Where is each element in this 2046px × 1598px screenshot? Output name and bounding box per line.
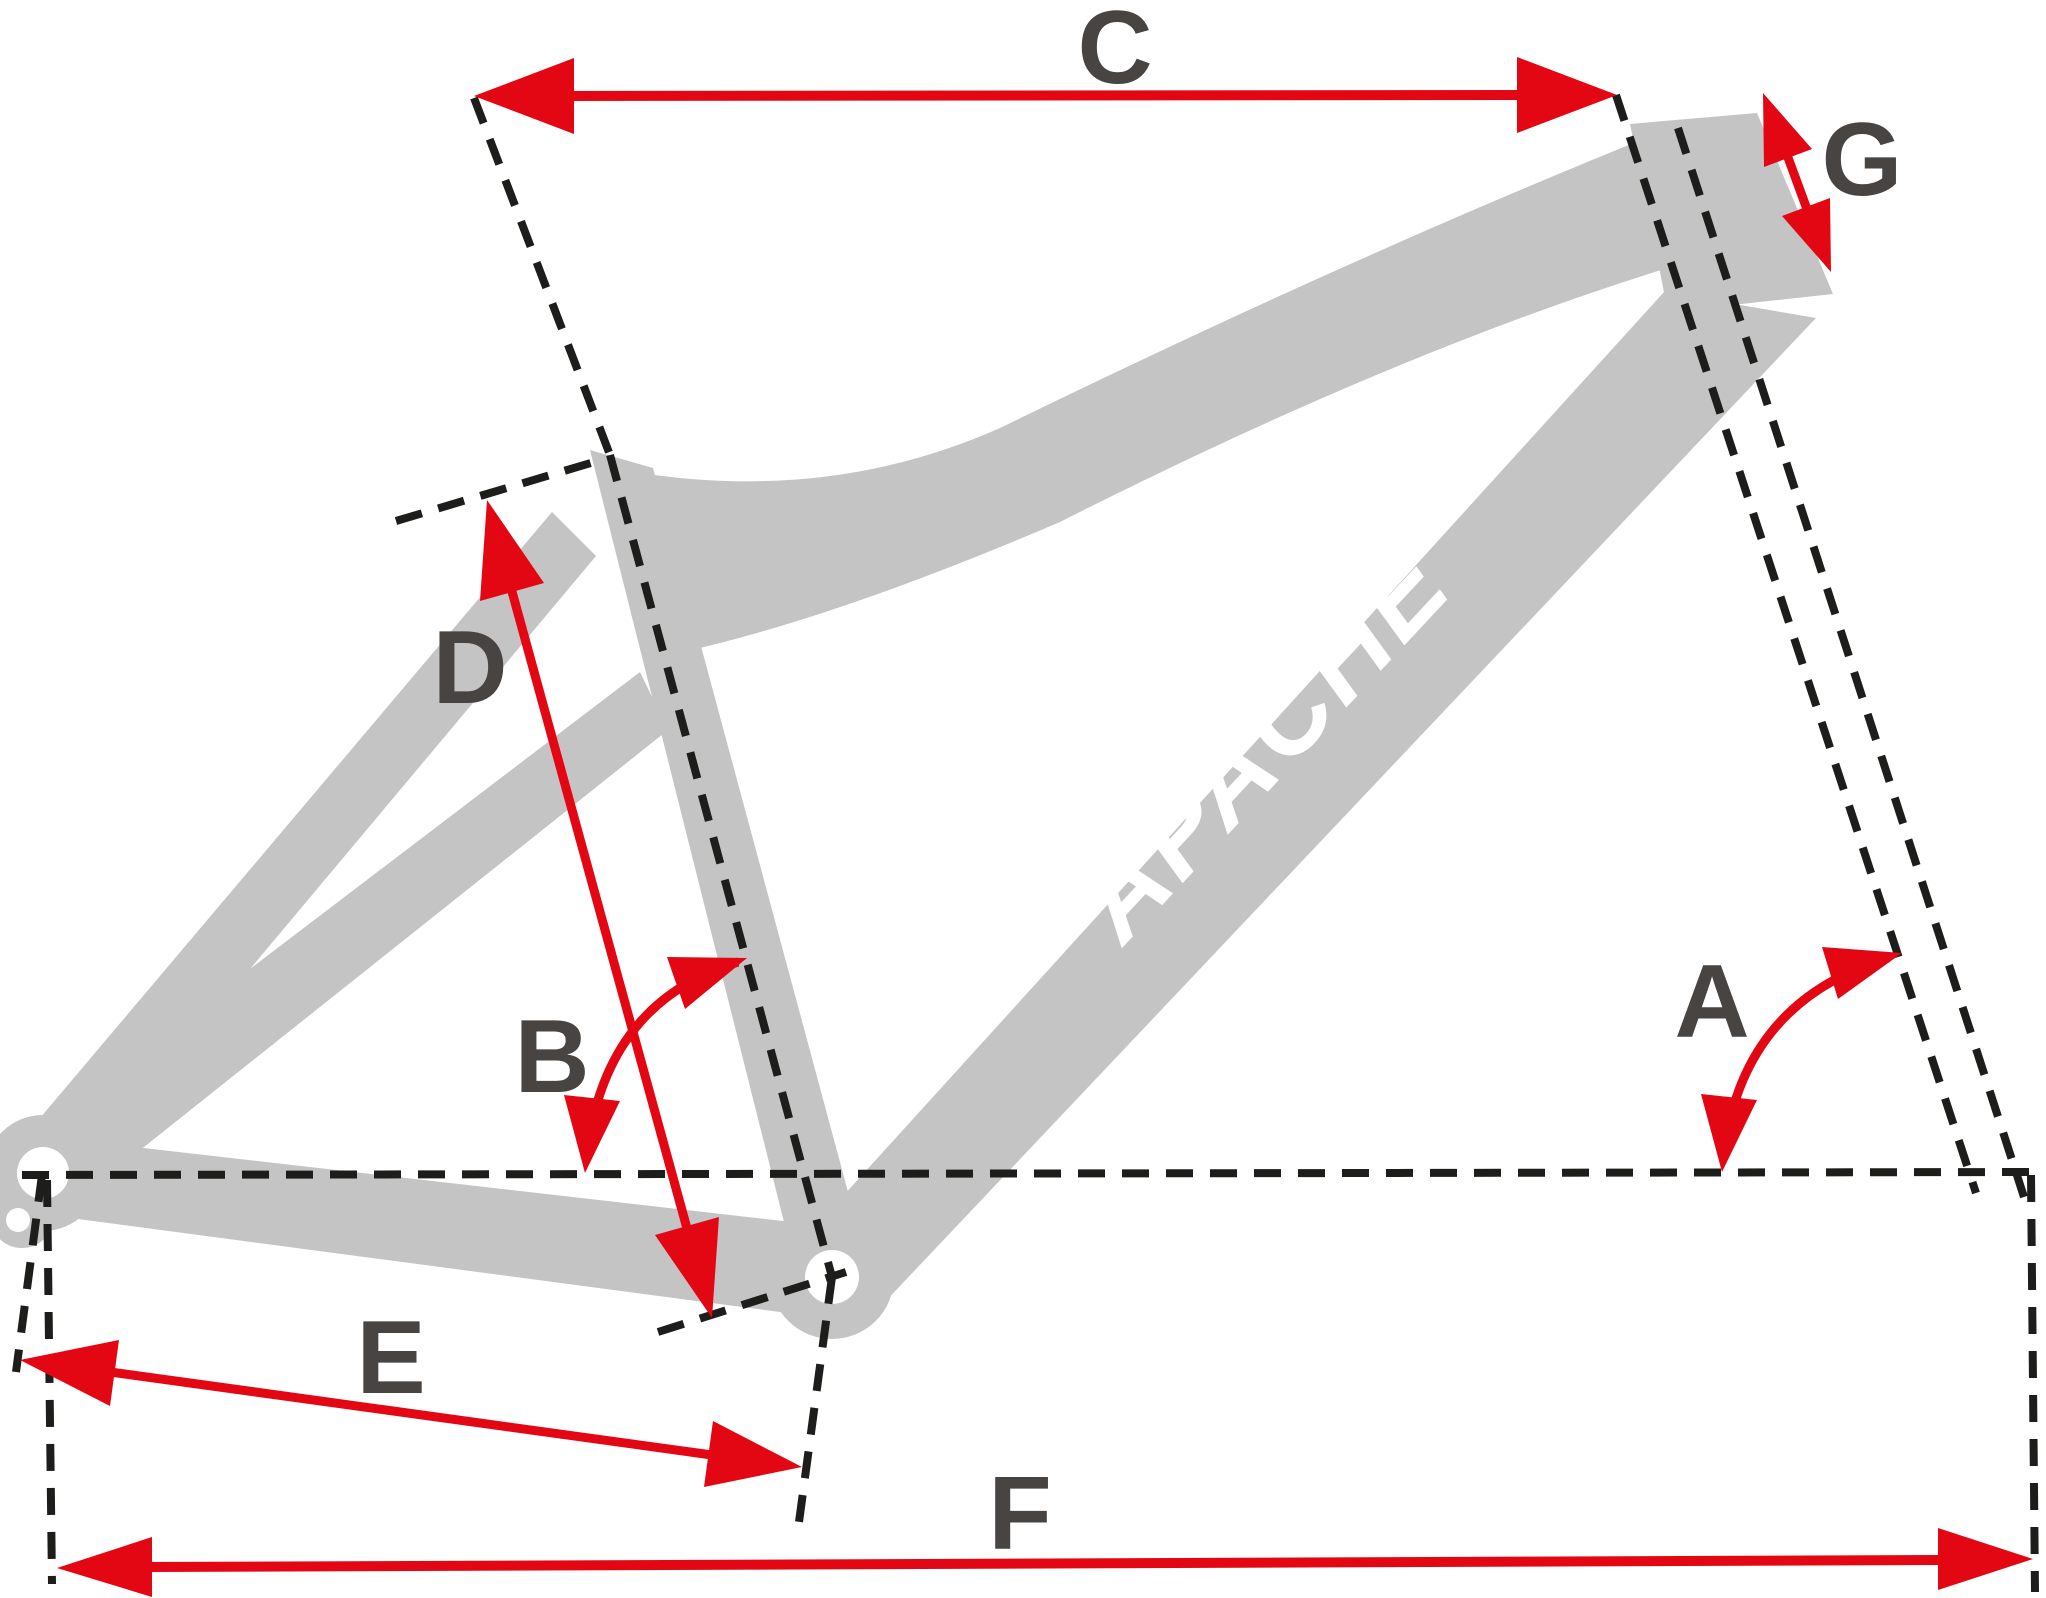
label-d: D xyxy=(432,610,507,726)
dimension-arrow-c xyxy=(474,57,1617,134)
rear-axle-vertical-line xyxy=(43,1179,56,1585)
dimension-arrows xyxy=(20,57,2033,1597)
dimension-arc-a xyxy=(1701,947,1902,1172)
dimension-arrow-d xyxy=(480,500,719,1318)
seat-top-perpendicular-line xyxy=(394,458,596,525)
ground-horizontal-line xyxy=(21,1168,2041,1179)
arrowhead-icon xyxy=(20,1340,119,1406)
front-axle-vertical-line xyxy=(2027,1174,2039,1593)
dimension-arrow-e xyxy=(20,1340,802,1487)
arrowhead-icon xyxy=(1822,947,1902,999)
frame-seat-tube xyxy=(590,450,875,1292)
frame-head-tube xyxy=(1630,113,1833,312)
label-g: G xyxy=(1822,102,1903,218)
rear-axle-slant-line xyxy=(12,1174,46,1373)
arrowhead-icon xyxy=(655,1217,719,1318)
label-b: B xyxy=(514,999,589,1115)
label-f: F xyxy=(988,1456,1052,1572)
arrowhead-icon xyxy=(1763,93,1812,167)
frame-top-tube xyxy=(612,140,1674,648)
frame-seat-stay-left xyxy=(40,512,596,1172)
arrowhead-icon xyxy=(474,58,574,134)
arrowhead-icon xyxy=(1782,198,1831,272)
dimension-arc-b xyxy=(564,957,747,1173)
reference-lines xyxy=(12,93,2041,1593)
dimension-arrow-f xyxy=(57,1528,2033,1597)
arrowhead-icon xyxy=(1701,1094,1757,1172)
head-axis-line xyxy=(1612,93,1980,1195)
bb-perpendicular-line xyxy=(656,1268,848,1336)
bike-frame: APACHE xyxy=(0,113,1833,1339)
arrowhead-icon xyxy=(704,1421,802,1487)
arrowhead-icon xyxy=(57,1537,152,1597)
head-axis-parallel-line xyxy=(1674,126,2028,1199)
hanger-hole xyxy=(6,1208,30,1232)
arrowhead-icon xyxy=(667,957,747,1009)
frame-chain-stay xyxy=(25,1136,862,1322)
label-c: C xyxy=(1077,0,1152,106)
arrowhead-icon xyxy=(564,1095,620,1173)
seat-axis-lower-line xyxy=(606,453,836,1279)
arrowhead-icon xyxy=(1938,1528,2033,1590)
arrowhead-icon xyxy=(1517,57,1617,133)
frame-down-tube xyxy=(794,292,1816,1305)
arrowhead-icon xyxy=(480,500,544,601)
dimension-arrow-g xyxy=(1763,93,1831,272)
label-e: E xyxy=(356,1300,425,1416)
seat-axis-upper-line xyxy=(470,96,614,457)
label-a: A xyxy=(1674,944,1749,1060)
frame-seat-stay-right xyxy=(45,672,668,1190)
dimension-labels: C G D B A E F xyxy=(356,0,1902,1572)
